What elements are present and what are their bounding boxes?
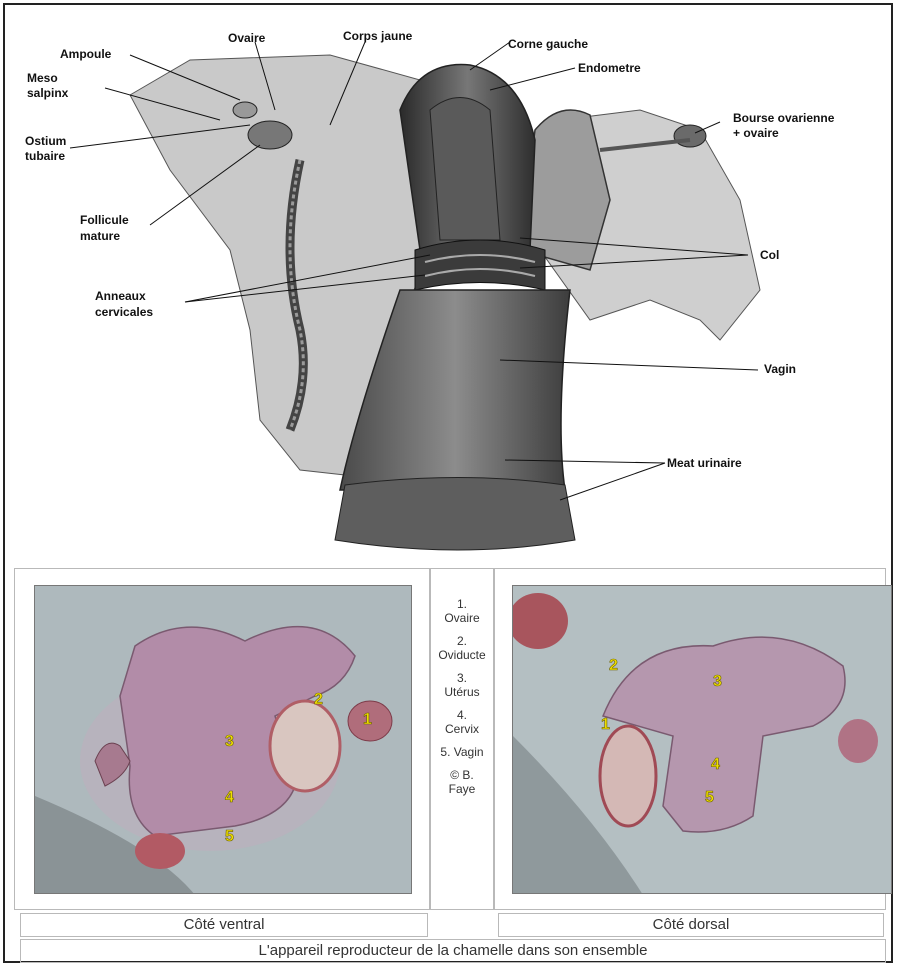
figure-footer-caption: L'appareil reproducteur de la chamelle d… — [20, 939, 886, 963]
label-bourse-line2: + ovaire — [733, 126, 779, 140]
ventral-marker-5: 5 — [225, 828, 234, 845]
label-meso-line2: salpinx — [27, 86, 69, 100]
ventral-marker-2: 2 — [314, 691, 323, 708]
legend-cell: 1.Ovaire 2.Oviducte 3.Utérus 4.Cervix 5.… — [430, 568, 494, 910]
label-ostium-line1: Ostium — [25, 134, 66, 148]
ventral-marker-3: 3 — [225, 733, 234, 750]
label-corne-gauche: Corne gauche — [508, 37, 588, 51]
dorsal-marker-2: 2 — [609, 657, 618, 674]
label-follicule-line1: Follicule — [80, 213, 129, 227]
label-meso-line1: Meso — [27, 71, 58, 85]
label-follicule-line2: mature — [80, 229, 120, 243]
legend-item-1: 1.Ovaire — [431, 597, 493, 625]
legend-item-2: 2.Oviducte — [431, 634, 493, 662]
label-meat-urinaire: Meat urinaire — [667, 456, 742, 470]
label-bourse-line1: Bourse ovarienne — [733, 111, 835, 125]
dorsal-marker-3: 3 — [713, 673, 722, 690]
label-vagin: Vagin — [764, 362, 796, 376]
label-anneaux-line1: Anneaux — [95, 289, 146, 303]
label-ovaire: Ovaire — [228, 31, 266, 45]
dorsal-photo: 2 3 1 4 5 — [512, 585, 892, 894]
label-endometre: Endometre — [578, 61, 641, 75]
ventral-caption: Côté ventral — [20, 913, 428, 937]
dorsal-specimen-image: 2 3 1 4 5 — [513, 586, 892, 894]
dorsal-marker-1: 1 — [601, 716, 610, 733]
dorsal-marker-5: 5 — [705, 789, 714, 806]
legend-copyright: © B.Faye — [431, 768, 493, 796]
legend-item-5: 5. Vagin — [431, 745, 493, 759]
label-ostium-line2: tubaire — [25, 149, 65, 163]
label-corps-jaune: Corps jaune — [343, 29, 413, 43]
label-anneaux-line2: cervicales — [95, 305, 153, 319]
reproductive-tract-illustration: Ampoule Ovaire Corps jaune Corne gauche … — [0, 0, 898, 565]
label-col: Col — [760, 248, 779, 262]
ventral-specimen-image: 3 2 1 4 5 — [35, 586, 412, 894]
ventral-photo: 3 2 1 4 5 — [34, 585, 412, 894]
anatomical-diagram: Ampoule Ovaire Corps jaune Corne gauche … — [0, 0, 898, 565]
label-ampoule: Ampoule — [60, 47, 112, 61]
legend-item-3: 3.Utérus — [431, 671, 493, 699]
dorsal-photo-cell: 2 3 1 4 5 — [494, 568, 886, 910]
ventral-photo-cell: 3 2 1 4 5 — [14, 568, 430, 910]
dorsal-marker-4: 4 — [711, 756, 720, 773]
legend-item-4: 4.Cervix — [431, 708, 493, 736]
dorsal-caption: Côté dorsal — [498, 913, 884, 937]
ventral-marker-1: 1 — [363, 711, 372, 728]
ventral-marker-4: 4 — [225, 789, 234, 806]
